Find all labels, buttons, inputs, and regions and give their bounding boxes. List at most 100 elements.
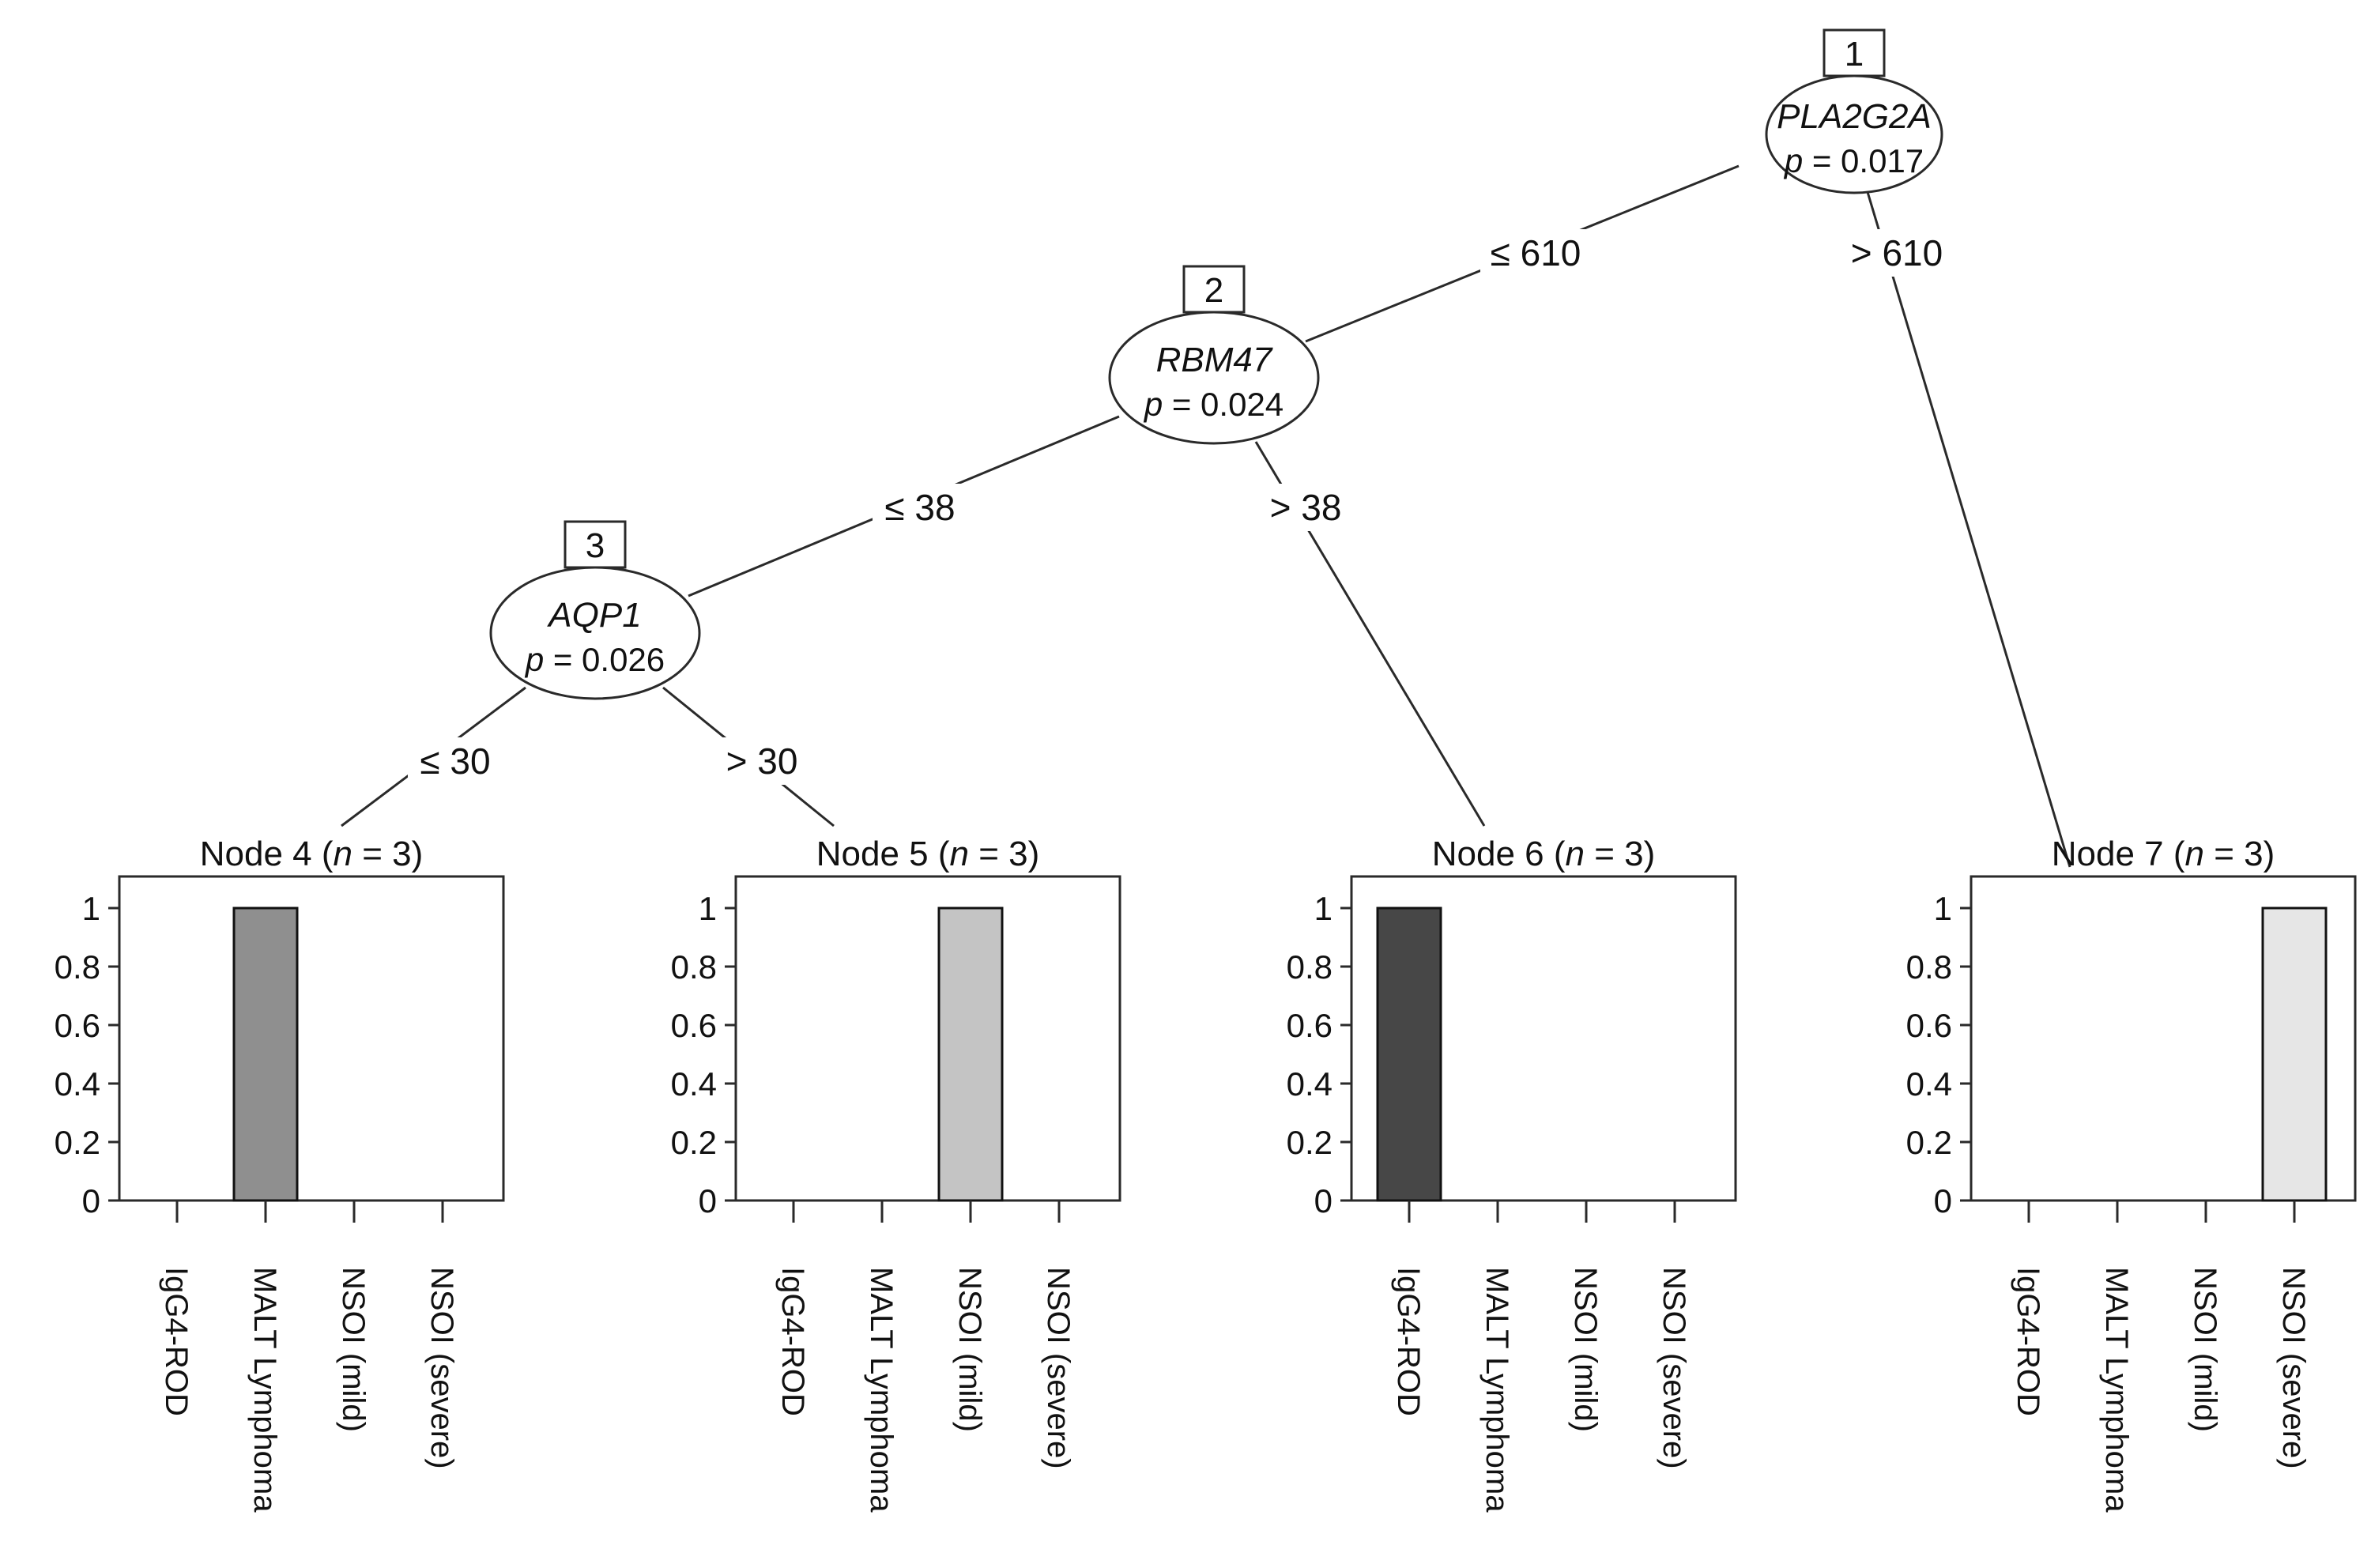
title-suffix: = 3) [969, 835, 1039, 873]
bar-malt-lymphoma [232, 906, 299, 1202]
p-value: p = 0.024 [1143, 386, 1284, 423]
x-category-label: MALT Lymphoma [864, 1267, 899, 1513]
p-value-number: = 0.024 [1163, 386, 1284, 423]
x-category-label: NSOI (mild) [336, 1267, 371, 1432]
title-n-label: n [950, 835, 969, 873]
y-tick-label: 0.4 [55, 1065, 100, 1102]
split-variable: PLA2G2A [1777, 97, 1932, 136]
x-category-label: NSOI (severe) [1041, 1267, 1076, 1469]
y-tick-label: 0.2 [1906, 1124, 1952, 1161]
y-tick-label: 1 [1934, 890, 1952, 927]
p-value: p = 0.017 [1783, 142, 1924, 179]
x-category-label: IgG4-ROD [159, 1267, 194, 1416]
y-tick-label: 0.2 [671, 1124, 717, 1161]
split-variable: RBM47 [1156, 341, 1273, 379]
node-id: 3 [586, 526, 605, 565]
p-value-number: = 0.017 [1803, 142, 1924, 179]
panel-title: Node 4 (n = 3) [200, 835, 424, 873]
node-id: 2 [1204, 271, 1223, 310]
y-tick-label: 0.8 [1287, 948, 1333, 986]
title-n-label: n [334, 835, 352, 873]
y-tick-label: 0 [1934, 1182, 1952, 1219]
y-tick-label: 0 [699, 1182, 717, 1219]
node-id-box [1823, 28, 1886, 77]
y-tick-label: 0.4 [1906, 1065, 1952, 1102]
y-tick-label: 0.4 [1287, 1065, 1333, 1102]
y-tick-label: 0 [82, 1182, 100, 1219]
edge-label-background [714, 737, 809, 785]
x-category-label: NSOI (severe) [1657, 1267, 1691, 1469]
edge-label-1-7: > 610 [1851, 232, 1943, 273]
y-tick-label: 1 [82, 890, 100, 927]
p-value-number: = 0.026 [544, 641, 665, 678]
p-label: p [1783, 142, 1803, 179]
bar-igg4-rod [1376, 906, 1442, 1202]
node-id: 1 [1845, 35, 1864, 74]
title-n-label: n [1566, 835, 1585, 873]
x-category-label: NSOI (mild) [1568, 1267, 1603, 1432]
title-suffix: = 3) [2204, 835, 2275, 873]
y-tick-label: 0.4 [671, 1065, 717, 1102]
x-category-label: IgG4-ROD [2011, 1267, 2045, 1416]
title-suffix: = 3) [352, 835, 423, 873]
edge-label-background [1841, 229, 1952, 277]
panel-frame [118, 875, 505, 1202]
edge-label-1-2: ≤ 610 [1491, 232, 1581, 273]
y-tick-label: 0.6 [1906, 1007, 1952, 1044]
edge-label-3-4: ≤ 30 [420, 741, 490, 782]
p-label: p [524, 641, 544, 678]
x-category-label: NSOI (mild) [2188, 1267, 2222, 1432]
title-prefix: Node 5 ( [816, 835, 950, 873]
y-tick-label: 0.2 [55, 1124, 100, 1161]
edge-label-background [408, 737, 503, 785]
title-n-label: n [2185, 835, 2204, 873]
node-id-box [564, 520, 627, 569]
bar-nsoi-severe [2261, 906, 2328, 1202]
x-category-label: NSOI (mild) [952, 1267, 987, 1432]
edge-label-2-6: > 38 [1270, 487, 1342, 528]
title-prefix: Node 4 ( [200, 835, 334, 873]
y-tick-label: 0.6 [55, 1007, 100, 1044]
y-tick-label: 0.8 [1906, 948, 1952, 986]
y-tick-label: 0.6 [1287, 1007, 1333, 1044]
panel-frame [734, 875, 1121, 1202]
edge-label-background [1258, 484, 1353, 531]
y-tick-label: 0.8 [671, 948, 717, 986]
p-value: p = 0.026 [524, 641, 665, 678]
bar-nsoi-mild [937, 906, 1004, 1202]
x-category-label: MALT Lymphoma [2099, 1267, 2134, 1513]
tree-edge-1-7 [1866, 191, 2071, 868]
panel-title: Node 7 (n = 3) [2052, 835, 2275, 873]
panel-title: Node 5 (n = 3) [816, 835, 1040, 873]
y-tick-label: 0.2 [1287, 1124, 1333, 1161]
tree-edge-labels: ≤ 610 > 610 ≤ 38 > 38 ≤ 30 > 30 [408, 229, 1952, 785]
edge-label-3-5: > 30 [726, 741, 798, 782]
y-tick-label: 0.6 [671, 1007, 717, 1044]
y-tick-label: 1 [699, 890, 717, 927]
title-prefix: Node 7 ( [2052, 835, 2185, 873]
x-category-label: IgG4-ROD [1391, 1267, 1426, 1416]
y-tick-label: 1 [1314, 890, 1333, 927]
edge-label-2-3: ≤ 38 [884, 487, 955, 528]
x-category-label: IgG4-ROD [775, 1267, 810, 1416]
y-tick-label: 0 [1314, 1182, 1333, 1219]
edge-label-background [873, 484, 967, 531]
x-category-label: MALT Lymphoma [247, 1267, 282, 1513]
x-category-label: MALT Lymphoma [1480, 1267, 1514, 1513]
title-prefix: Node 6 ( [1432, 835, 1566, 873]
title-suffix: = 3) [1585, 835, 1655, 873]
x-category-label: NSOI (severe) [424, 1267, 459, 1469]
node-id-box [1182, 265, 1246, 314]
edge-label-background [1480, 229, 1591, 277]
panel-title: Node 6 (n = 3) [1432, 835, 1656, 873]
